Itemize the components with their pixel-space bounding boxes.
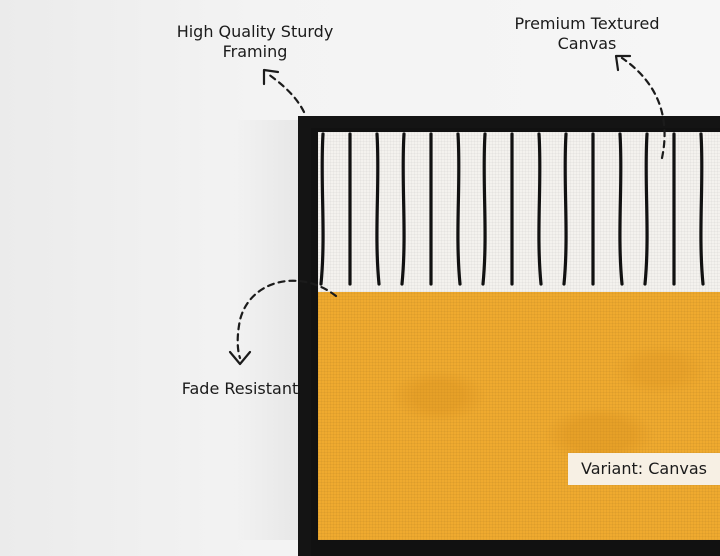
callout-framing-line2: Framing bbox=[222, 42, 288, 61]
stripe-line bbox=[618, 132, 624, 286]
stripe-line bbox=[481, 132, 487, 286]
stripe-line bbox=[375, 132, 381, 286]
variant-badge: Variant: Canvas bbox=[568, 453, 720, 485]
callout-fade: Fade Resistant bbox=[180, 379, 300, 399]
wall-shadow bbox=[230, 120, 310, 540]
stripe-line bbox=[699, 132, 705, 286]
callout-canvas-line2: Canvas bbox=[557, 34, 617, 53]
stripe-line bbox=[537, 132, 543, 286]
callout-framing-line1: High Quality Sturdy bbox=[176, 22, 334, 41]
callout-canvas: Premium Textured Canvas bbox=[508, 14, 666, 54]
stripe-pattern bbox=[319, 132, 705, 286]
stripe-line bbox=[456, 132, 462, 286]
canvas-mustard-section bbox=[318, 292, 720, 540]
stripe-line bbox=[319, 132, 325, 286]
stripe-line bbox=[400, 132, 406, 286]
framing-arrow-icon bbox=[262, 68, 280, 86]
callout-framing: High Quality Sturdy Framing bbox=[170, 22, 340, 62]
framing-arrow-line bbox=[266, 72, 306, 114]
fade-arrow-line bbox=[236, 279, 338, 360]
canvas-artwork bbox=[318, 132, 720, 540]
callout-arrows bbox=[228, 54, 666, 366]
canvas-arrow-icon bbox=[614, 54, 632, 72]
callout-canvas-line1: Premium Textured bbox=[514, 14, 660, 33]
callout-fade-text: Fade Resistant bbox=[181, 379, 299, 398]
stripe-line bbox=[562, 132, 568, 286]
canvas-white-section bbox=[318, 132, 720, 292]
stripe-line bbox=[643, 132, 649, 286]
fade-arrow-icon bbox=[228, 350, 252, 366]
canvas-arrow-line bbox=[620, 56, 666, 160]
